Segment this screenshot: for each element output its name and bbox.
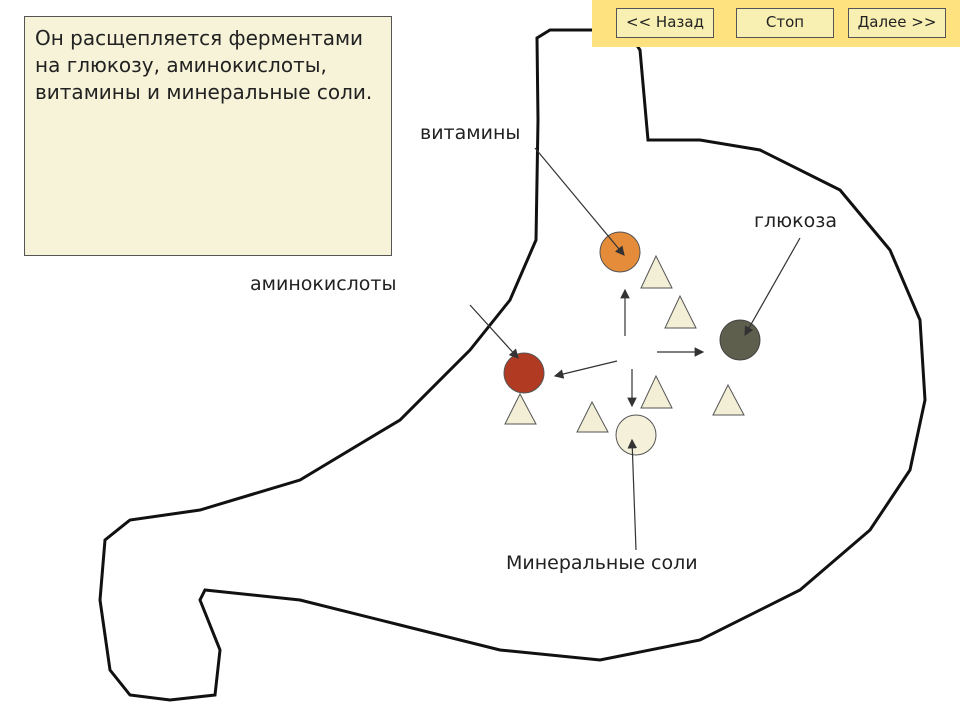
stop-button[interactable]: Стоп bbox=[736, 8, 834, 38]
minerals-label: Минеральные соли bbox=[506, 552, 698, 574]
glucose-circle bbox=[719, 319, 761, 361]
vitamins-circle bbox=[599, 231, 641, 273]
stomach-outline bbox=[98, 28, 927, 702]
amino-label: аминокислоты bbox=[250, 273, 397, 295]
molecule-triangles bbox=[504, 254, 745, 433]
vitamins-label: витамины bbox=[420, 122, 521, 144]
next-button[interactable]: Далее >> bbox=[848, 8, 946, 38]
glucose-label: глюкоза bbox=[754, 210, 837, 232]
arrows bbox=[469, 147, 801, 551]
amino-circle bbox=[503, 352, 545, 394]
back-button[interactable]: << Назад bbox=[616, 8, 714, 38]
navigation-bar: << Назад Стоп Далее >> bbox=[592, 0, 960, 47]
explanation-text: Он расщепляется ферментами на глюкозу, а… bbox=[24, 16, 392, 256]
minerals-circle bbox=[615, 414, 657, 456]
